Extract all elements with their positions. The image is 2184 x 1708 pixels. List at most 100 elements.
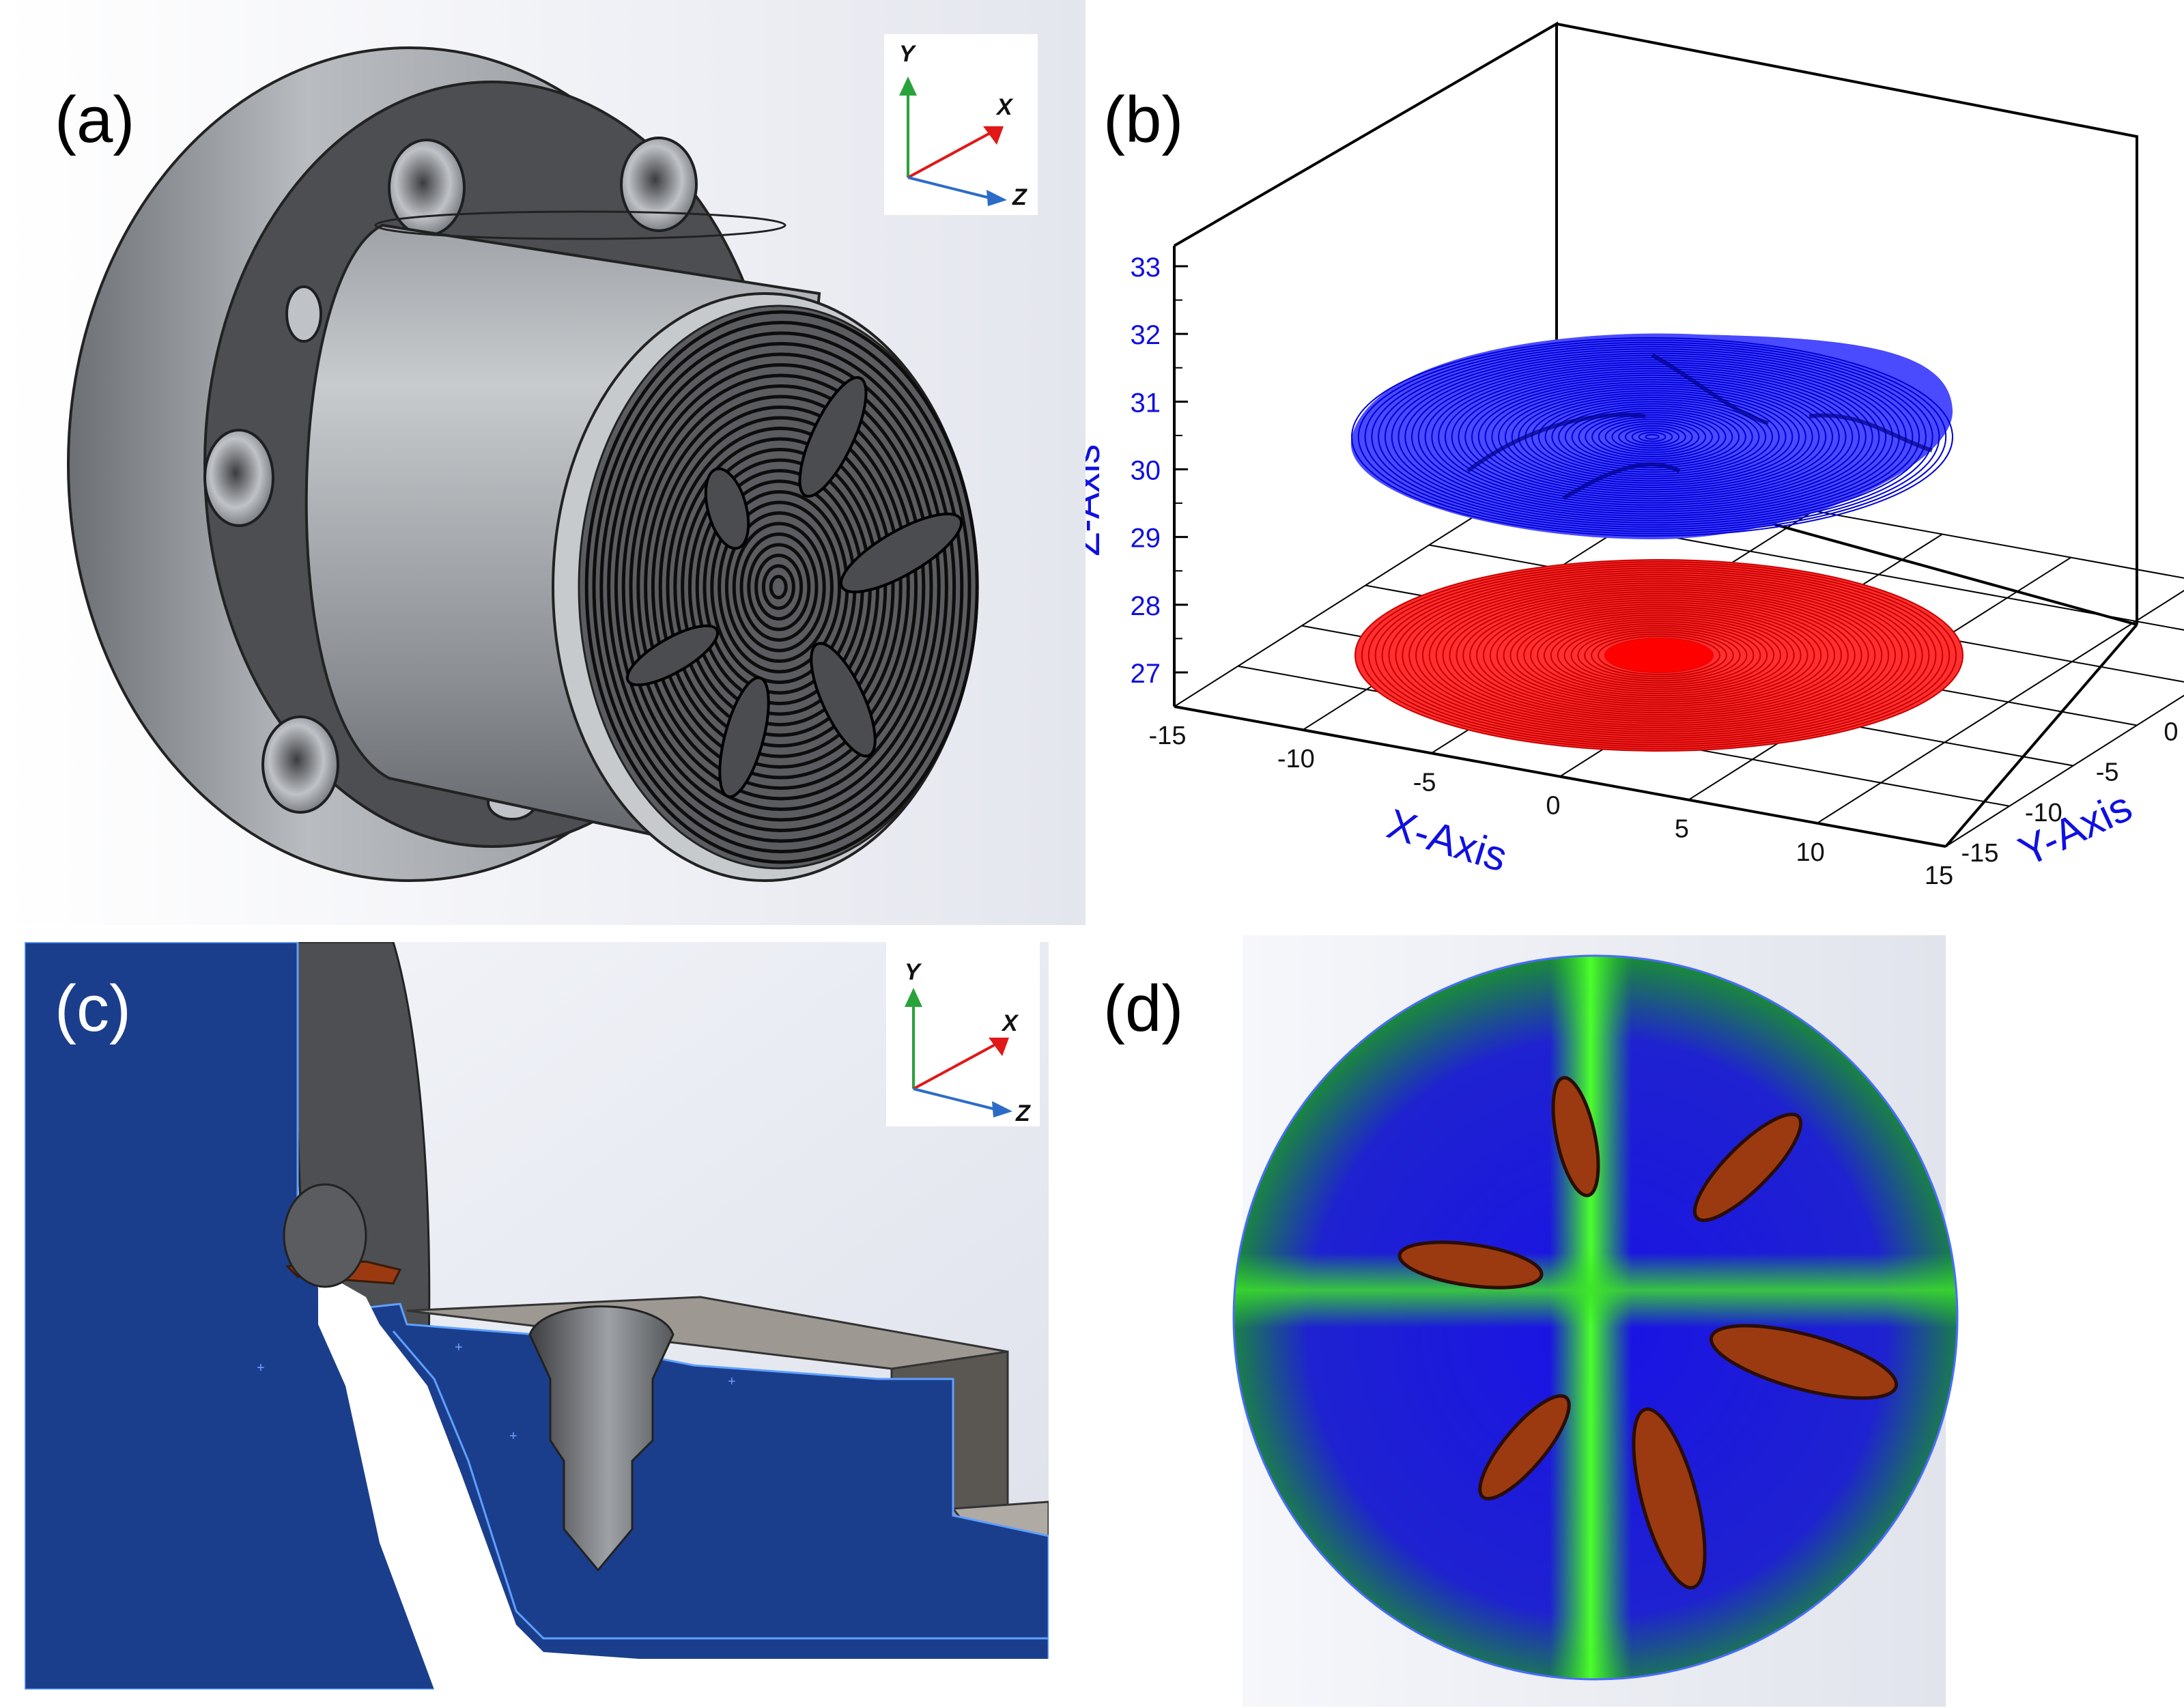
- panel-b-label: (b): [1103, 83, 1184, 156]
- y-tick-label: 0: [2164, 718, 2178, 747]
- blue-surface-ring: [1444, 368, 1860, 506]
- red-surface-ring: [1523, 612, 1795, 699]
- z-tick-label: 30: [1131, 456, 1161, 486]
- triad-x-label: X: [1001, 1010, 1019, 1036]
- blue-surface-ring: [1491, 383, 1813, 491]
- panel-c-label: (c): [55, 972, 131, 1045]
- blue-surface-ring: [1624, 427, 1680, 446]
- blue-surface-ring: [1618, 425, 1686, 449]
- spiral-ring: [607, 342, 956, 832]
- spiral-ring: [599, 331, 964, 843]
- section-cut-window: [318, 1270, 1049, 1690]
- z-tick-label: 27: [1131, 659, 1161, 689]
- red-surface-ring: [1543, 618, 1775, 692]
- svg-text:+: +: [257, 1361, 265, 1376]
- blue-surface-ring: [1424, 361, 1880, 513]
- blue-surface-ring: [1451, 370, 1854, 504]
- blue-surface-ring: [1458, 372, 1847, 502]
- red-surface-ring: [1421, 580, 1897, 730]
- x-tick-label: -10: [1277, 745, 1315, 773]
- red-surface-ring: [1435, 584, 1883, 726]
- x-tick-label: 15: [1925, 862, 1953, 890]
- spiral-ring: [754, 554, 804, 621]
- x-tick-label: 5: [1675, 815, 1689, 844]
- spiral-ring: [621, 363, 941, 811]
- lower-red-surface: [1355, 559, 1963, 752]
- red-surface-ring: [1462, 593, 1856, 718]
- triad-x-label: X: [995, 94, 1014, 120]
- blue-surface-ring: [1598, 418, 1707, 455]
- spiral-face: [552, 292, 979, 882]
- red-surface-ring: [1388, 569, 1930, 741]
- cylinder-top-edge: [374, 210, 786, 240]
- red-surface-ring: [1489, 601, 1829, 709]
- blue-surface-ring: [1371, 343, 1933, 530]
- svg-text:+: +: [509, 1429, 517, 1444]
- bore-hole: [528, 1305, 675, 1572]
- z-axis-title: Z-Axis: [1086, 444, 1108, 556]
- blue-surface-ring: [1604, 421, 1700, 453]
- red-surface-ring: [1598, 636, 1720, 675]
- blue-surface-ring: [1591, 416, 1713, 457]
- blue-surface-ring: [1551, 403, 1753, 471]
- z-tick-label: 33: [1131, 253, 1161, 283]
- panel-a-flange-model: Y X Z (a): [0, 0, 1086, 925]
- spiral-ring: [644, 395, 918, 780]
- red-surface-ring: [1367, 563, 1951, 748]
- blue-surface-ring: [1504, 388, 1800, 486]
- blue-surface-ring: [1411, 357, 1893, 517]
- red-surface-ring: [1381, 567, 1937, 743]
- y-axis-title: Y-Axis: [2012, 783, 2139, 876]
- red-surface-ring: [1456, 590, 1862, 720]
- panel-d-thickness-map: (d): [1086, 925, 2184, 1708]
- blue-surface-ring: [1645, 433, 1660, 440]
- z-tick-label: 28: [1131, 591, 1161, 621]
- y-tick-label: -5: [2096, 758, 2119, 787]
- x-tick-label: -5: [1413, 768, 1436, 797]
- spiral-ring: [769, 575, 788, 599]
- z-tick-label: 32: [1131, 320, 1161, 350]
- red-surface-ring: [1476, 597, 1842, 713]
- grid-line-x: [1945, 694, 2184, 847]
- red-surface-ring: [1509, 608, 1809, 703]
- blue-surface-ring: [1498, 385, 1806, 489]
- red-surface-ring: [1395, 571, 1923, 739]
- blue-surface-ring: [1511, 390, 1793, 484]
- panel-a-label: (a): [55, 83, 135, 156]
- spiral-ring: [658, 416, 903, 758]
- x-tick-label: 0: [1546, 792, 1560, 821]
- blue-surface-ring: [1351, 337, 1953, 537]
- thickness-map-render: [1232, 935, 1959, 1707]
- spiral-ring: [666, 427, 895, 748]
- red-surface-ring: [1537, 616, 1781, 694]
- spiral-ring: [718, 500, 842, 674]
- panel-d-label: (d): [1103, 972, 1184, 1045]
- spiral-ring: [584, 310, 979, 864]
- spiral-ring: [747, 543, 811, 631]
- coordinate-triad-c: Y X Z: [886, 942, 1040, 1126]
- triad-z-label: Z: [1012, 184, 1027, 210]
- red-surface-ring: [1449, 588, 1869, 722]
- blue-surface-ring: [1537, 399, 1767, 475]
- red-surface-ring: [1591, 633, 1727, 678]
- red-surface-ring: [1530, 614, 1788, 697]
- spiral-ring: [636, 384, 926, 790]
- blue-surface-ring: [1638, 431, 1667, 442]
- blue-surface-ring: [1544, 401, 1760, 473]
- blue-surface-ring: [1417, 359, 1887, 515]
- blue-surface-ring: [1398, 352, 1907, 522]
- map-outline: [1232, 954, 1959, 1681]
- blue-surface-ring: [1364, 341, 1940, 532]
- blue-surface-ring: [1438, 365, 1867, 509]
- red-surface-ring: [1428, 582, 1890, 728]
- spiral-ring: [761, 564, 795, 610]
- x-tick-label: 10: [1796, 838, 1825, 867]
- y-tick-label: -10: [2025, 799, 2062, 827]
- red-surface-ring: [1355, 559, 1963, 752]
- triad-y-label: Y: [905, 959, 922, 985]
- recess-opening: [283, 1183, 367, 1288]
- red-surface-ring: [1550, 621, 1768, 690]
- spiral-ring: [651, 405, 910, 769]
- blue-surface-ring: [1391, 350, 1914, 524]
- blue-surface-ring: [1518, 392, 1787, 482]
